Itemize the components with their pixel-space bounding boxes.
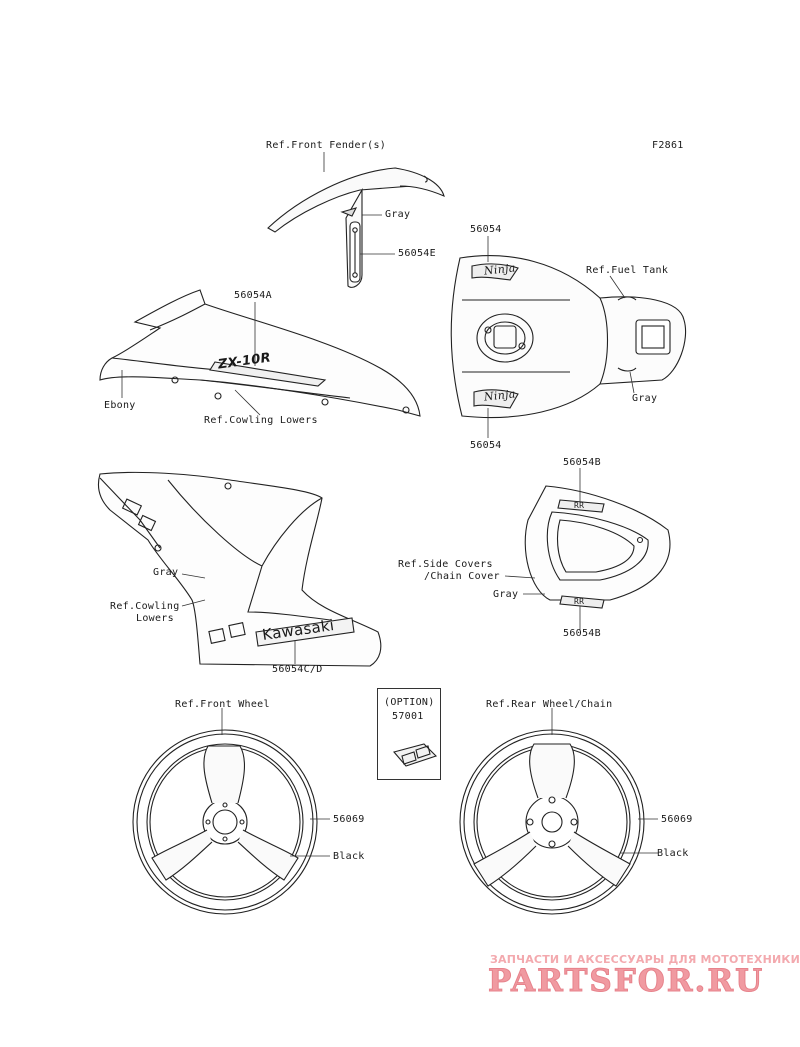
- fuel-tank-ref-label: Ref.Fuel Tank: [586, 265, 669, 276]
- front-wheel-black-label: Black: [333, 851, 365, 862]
- front-fender: [267, 167, 445, 288]
- ebony-label: Ebony: [104, 400, 136, 411]
- tail-decal-top: RR: [574, 501, 585, 510]
- rear-wheel-black-label: Black: [657, 848, 689, 859]
- upper-cowling: [99, 289, 421, 417]
- tail-part-number-bottom: 56054B: [563, 628, 601, 639]
- tail-cover: [524, 485, 671, 609]
- option-title: (OPTION): [384, 697, 435, 708]
- cowling-lowers-ref-label: Ref.Cowling Lowers: [204, 415, 318, 426]
- front-fender-ref-label: Ref.Front Fender(s): [266, 140, 387, 151]
- rear-wheel-ref-label: Ref.Rear Wheel/Chain: [486, 699, 613, 710]
- figure-code: F2861: [652, 140, 684, 151]
- fender-part-number: 56054E: [398, 248, 436, 259]
- watermark-tagline: ЗАПЧАСТИ И АКСЕССУАРЫ ДЛЯ МОТОТЕХНИКИ: [490, 953, 800, 966]
- option-box: [377, 688, 441, 780]
- tail-gray-label: Gray: [493, 589, 519, 600]
- tail-decal-bottom: RR: [574, 597, 585, 606]
- front-wheel: [132, 729, 318, 915]
- tank-gray-label: Gray: [632, 393, 658, 404]
- front-wheel-ref-label: Ref.Front Wheel: [175, 699, 270, 710]
- lower-cowling-part-number: 56054C/D: [272, 664, 323, 675]
- rear-wheel-part-number: 56069: [661, 814, 693, 825]
- front-wheel-part-number: 56069: [333, 814, 365, 825]
- lower-gray-label: Gray: [153, 567, 179, 578]
- fender-gray-label: Gray: [385, 209, 411, 220]
- tank-part-number-bottom: 56054: [470, 440, 502, 451]
- watermark-logo[interactable]: PARTSFOR.RU: [487, 963, 765, 1000]
- tank-part-number-top: 56054: [470, 224, 502, 235]
- side-covers-ref-label-line2: /Chain Cover: [424, 571, 500, 582]
- tail-part-number-top: 56054B: [563, 457, 601, 468]
- lower-cowling-ref-label-line1: Ref.Cowling: [110, 601, 180, 612]
- lower-cowling-ref-label-line2: Lowers: [136, 613, 174, 624]
- cowling-upper-part-number: 56054A: [234, 290, 272, 301]
- option-part: [393, 743, 438, 767]
- lower-cowling: [97, 471, 382, 667]
- leader-lines: [121, 152, 658, 857]
- option-part-number: 57001: [392, 711, 424, 722]
- fuel-tank: [450, 255, 687, 419]
- side-covers-ref-label-line1: Ref.Side Covers: [398, 559, 493, 570]
- rear-wheel: [459, 729, 645, 915]
